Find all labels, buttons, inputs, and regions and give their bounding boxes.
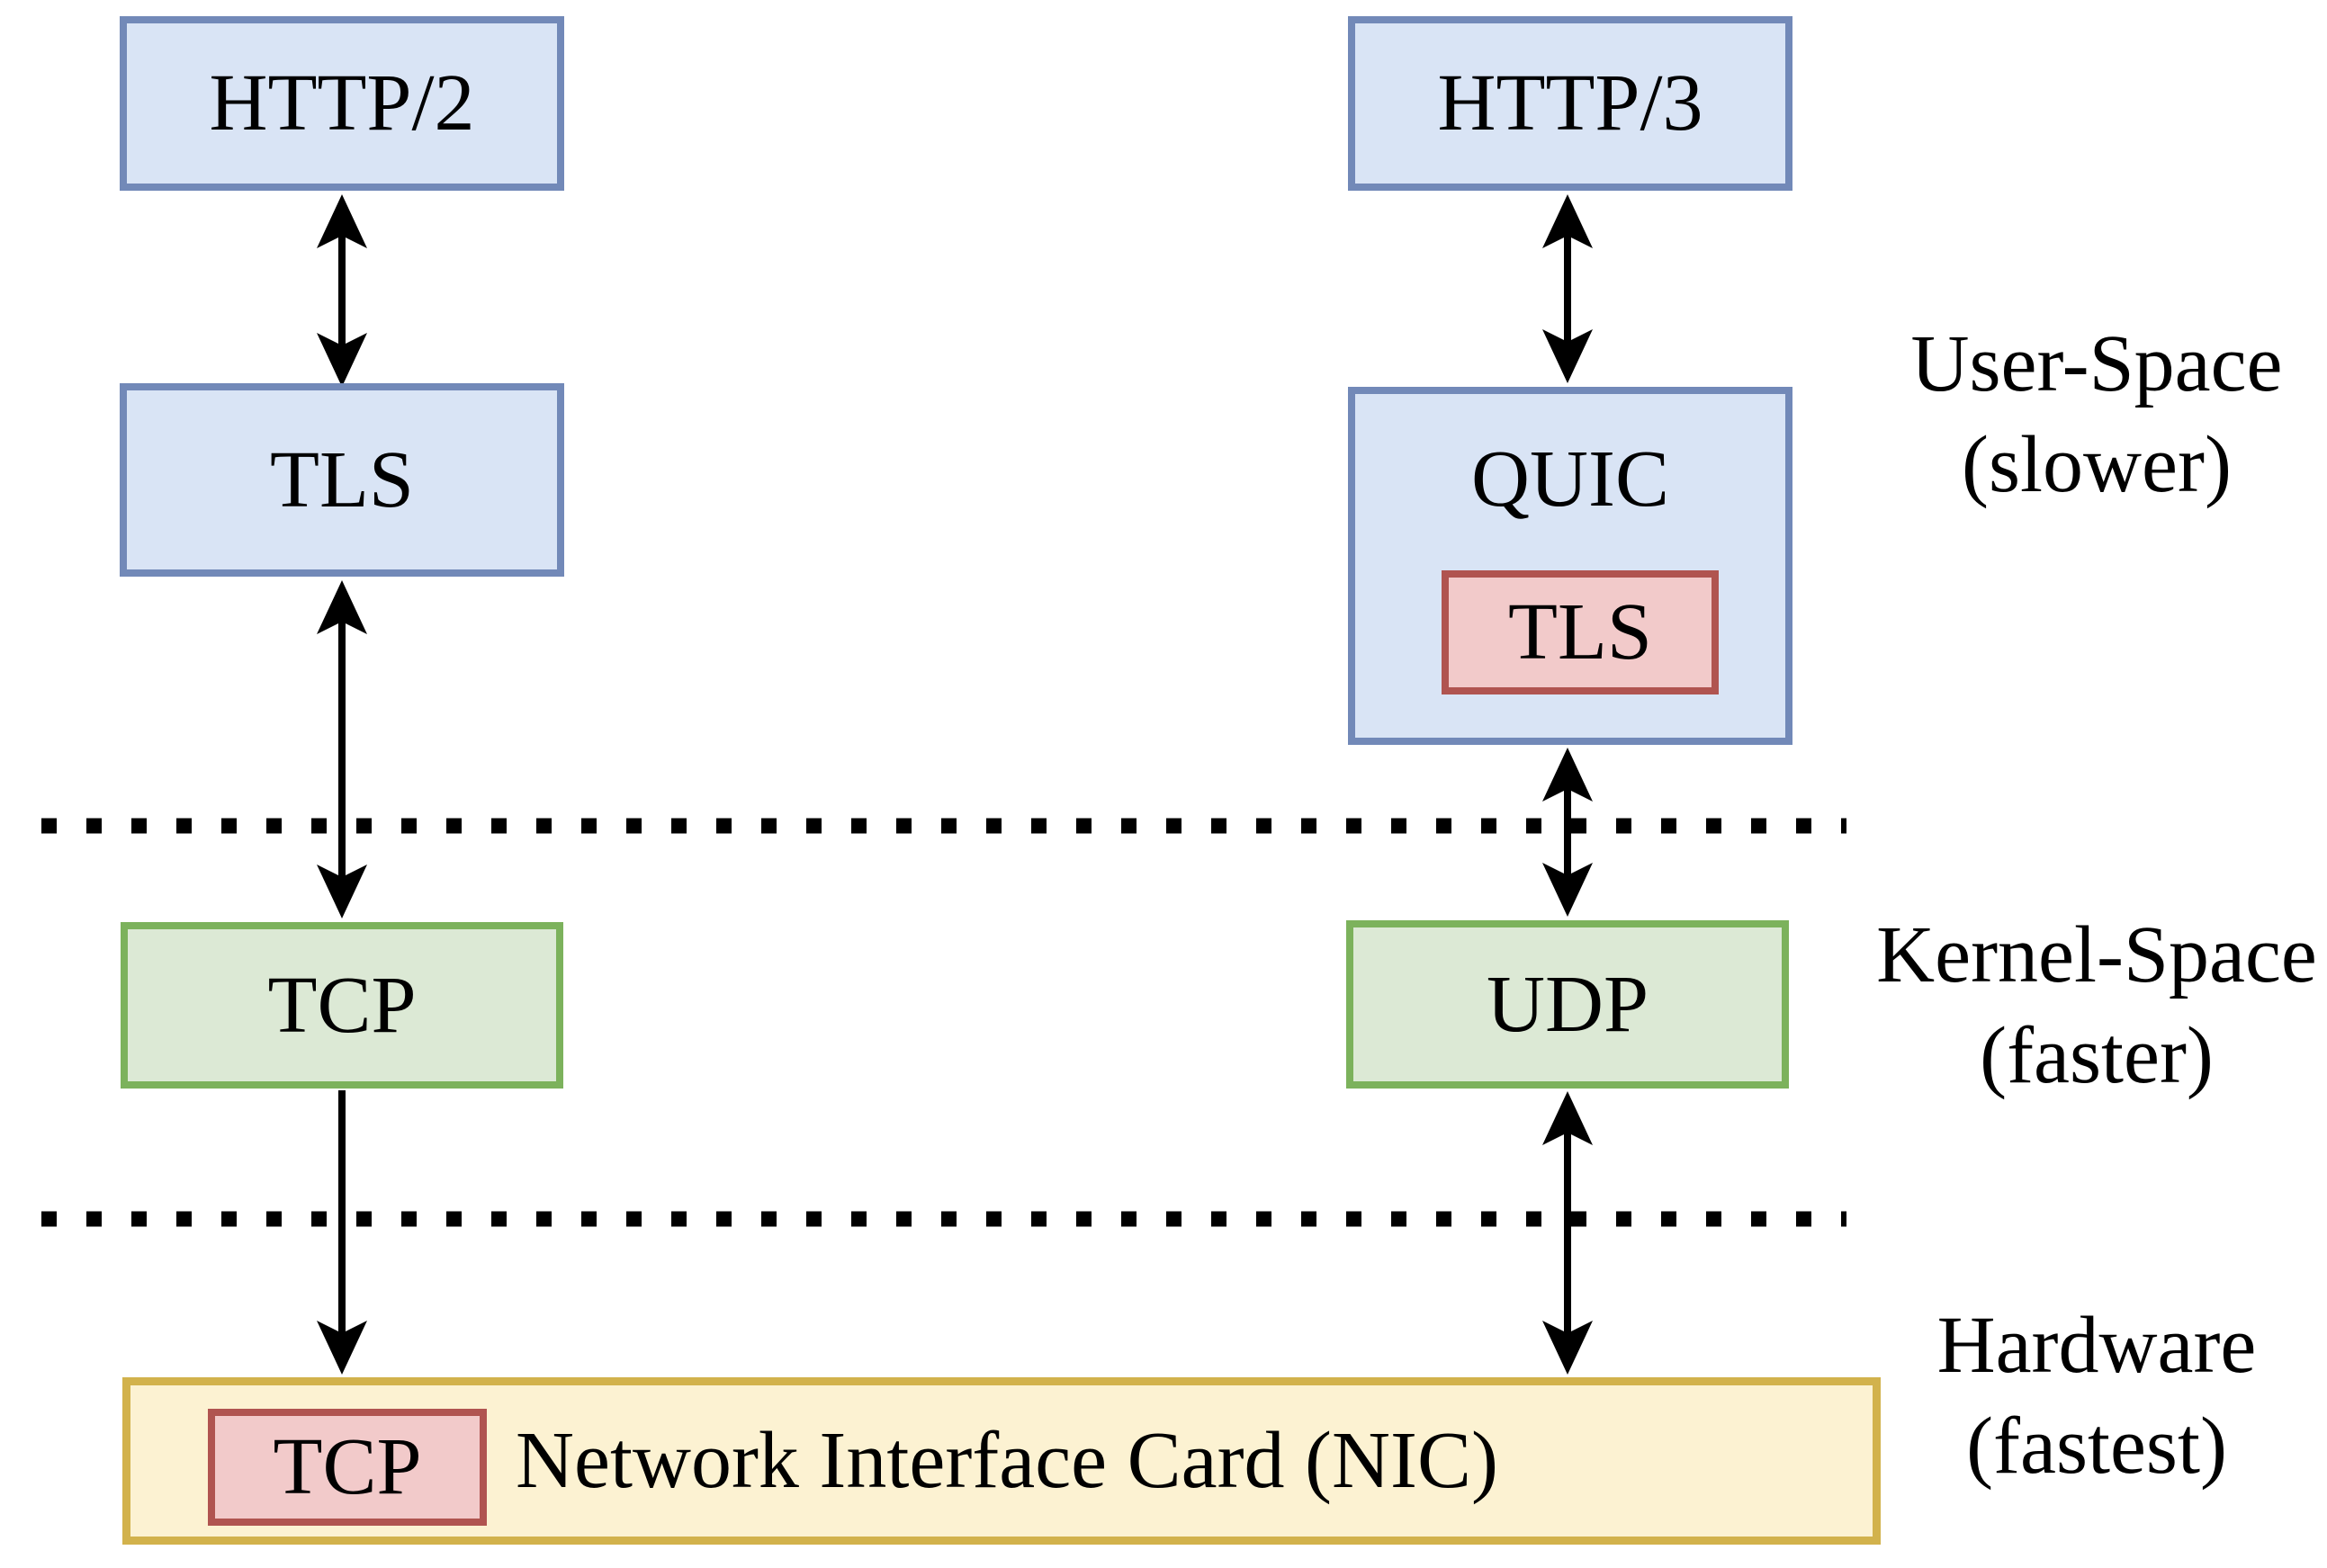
- nic-tcp-offload-box: TCP: [208, 1409, 487, 1526]
- nic-tcp-offload-label: TCP: [273, 1422, 422, 1511]
- hardware-zone-label: Hardware (fastest): [1818, 1295, 2327, 1497]
- arrow-http3-quic: [1542, 194, 1593, 383]
- udp-label: UDP: [1486, 959, 1649, 1049]
- kernel-space-zone-line1: Kernel-Space: [1876, 910, 2317, 999]
- arrow-quic-udp: [1542, 748, 1593, 917]
- arrow-tls-tcp: [317, 580, 367, 918]
- tcp-box: TCP: [121, 922, 563, 1089]
- user-space-zone-label: User-Space (slower): [1818, 314, 2327, 515]
- arrow-tcp-nic: [317, 1090, 367, 1375]
- hardware-zone-line2: (fastest): [1966, 1402, 2227, 1491]
- user-space-zone-line2: (slower): [1962, 420, 2232, 509]
- tls-label: TLS: [269, 435, 414, 524]
- http3-label: HTTP/3: [1437, 58, 1703, 148]
- tls-box: TLS: [120, 383, 564, 577]
- http2-box: HTTP/2: [120, 16, 564, 191]
- hardware-zone-line1: Hardware: [1936, 1301, 2257, 1390]
- arrow-udp-nic: [1542, 1091, 1593, 1375]
- http2-label: HTTP/2: [209, 58, 475, 148]
- kernel-space-zone-line2: (faster): [1980, 1011, 2214, 1100]
- quic-label: QUIC: [1471, 435, 1669, 524]
- udp-box: UDP: [1346, 920, 1789, 1089]
- nic-box: TCP Network Interface Card (NIC): [122, 1377, 1881, 1545]
- tcp-label: TCP: [267, 960, 417, 1050]
- user-space-zone-line1: User-Space: [1910, 319, 2283, 408]
- kernel-space-zone-label: Kernel-Space (faster): [1818, 905, 2327, 1107]
- arrow-http2-tls: [317, 194, 367, 387]
- quic-embedded-tls-box: TLS: [1442, 570, 1719, 694]
- quic-embedded-tls-label: TLS: [1507, 587, 1652, 676]
- http3-box: HTTP/3: [1348, 16, 1792, 191]
- nic-label: Network Interface Card (NIC): [516, 1416, 1498, 1505]
- quic-box: QUIC TLS: [1348, 387, 1792, 745]
